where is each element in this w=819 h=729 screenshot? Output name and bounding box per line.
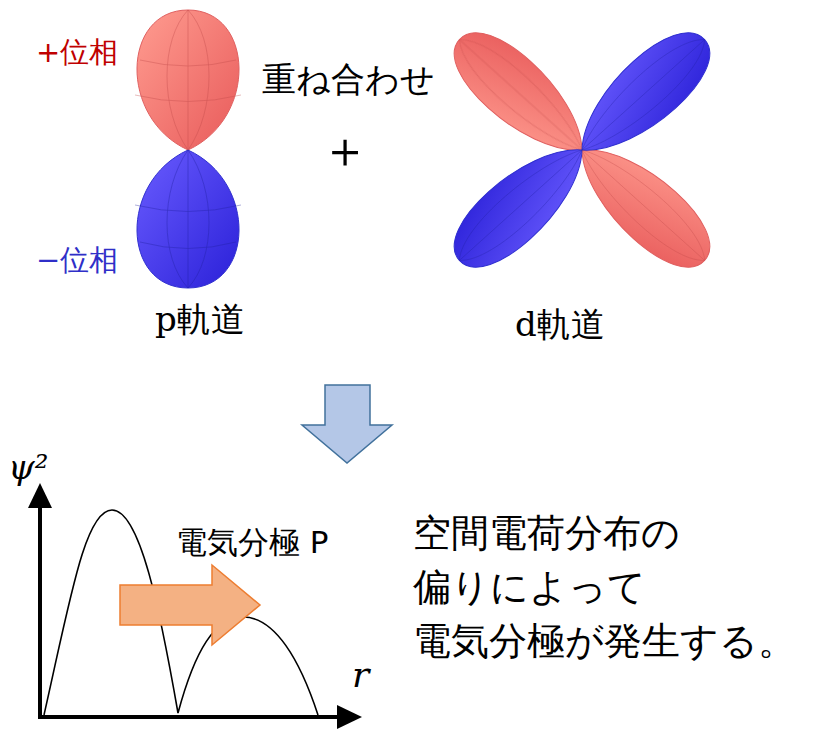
polarization-label: 電気分極 P bbox=[176, 525, 329, 561]
phase-label: +位相 bbox=[36, 36, 118, 69]
orbital-name: d軌道 bbox=[515, 305, 605, 344]
orbital-name: p軌道 bbox=[155, 300, 245, 339]
d-orbital bbox=[438, 16, 725, 284]
down-arrow bbox=[302, 385, 392, 463]
axis-label: r bbox=[352, 654, 369, 695]
superposition-label: 重ね合わせ bbox=[262, 60, 435, 99]
polarization-arrow bbox=[120, 565, 260, 645]
axis-label: ψ² bbox=[8, 448, 48, 487]
p-orbital bbox=[135, 10, 241, 288]
graph-axes bbox=[28, 483, 362, 729]
phase-label: −位相 bbox=[36, 244, 118, 277]
explanation-note: 空間電荷分布の 偏りによって 電気分極が発生する。 bbox=[413, 507, 813, 669]
plus-sign: ＋ bbox=[320, 122, 370, 180]
